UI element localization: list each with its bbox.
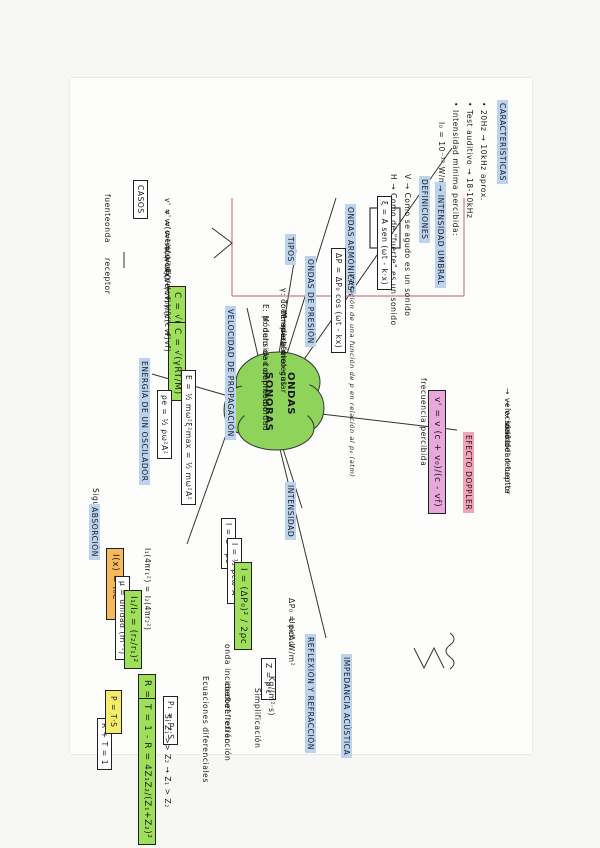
intensidad-formula-4: I₁/I₂ = (r₂/r₁)²: [124, 590, 142, 669]
intensidad-relation: I₁(4πr₁²) = I₂(4πr₂²): [143, 548, 152, 631]
reflexion-note-4: P = T·S: [105, 690, 122, 734]
caracteristicas-line-5: → INTENSIDAD UMBRAL: [435, 182, 446, 289]
reflexion-impedancia: IMPEDANCIA ACÚSTICA: [341, 654, 352, 759]
center-cloud: [223, 351, 325, 451]
wave-sketch: [445, 632, 455, 670]
doppler-diagram-label-1: fuente: [103, 194, 112, 222]
tipos-presion: ONDAS DE PRESIÓN: [305, 256, 316, 347]
intensidad-formula-3: I = (ΔP₀)² / 2ρc: [234, 562, 252, 651]
velocidad-note-5: M: masa molecular: [279, 312, 288, 394]
tipos-note-presion: Variación de una función de p en relació…: [348, 274, 356, 478]
tipos-title: TIPOS: [285, 234, 296, 265]
doppler-heading: frecuencia percibida: [419, 378, 428, 467]
definiciones-line-1: V → Como se agudo es un sonido: [403, 174, 412, 317]
definiciones-title: DEFINICIONES: [419, 176, 430, 243]
energia-formula-2: ρe = ½ ρω²A²: [157, 390, 172, 460]
mind-map: ONDAS SONORAS CARACTERÍSTICAS • 20Hz → 1…: [70, 78, 532, 845]
velocidad-title: VELOCIDAD DE PROPAGACIÓN: [225, 306, 236, 440]
connector-layer: [123, 147, 465, 670]
absorcion-title: ABSORCIÓN: [89, 504, 100, 561]
caracteristicas-line-2: • Test auditivo → 18-10kHz: [465, 102, 474, 219]
velocidad-note-2: ρ: densidad del medio: [261, 316, 270, 413]
doppler-cases-title: CASOS: [133, 180, 148, 219]
doppler-legend-3: → velocidad fuente: [503, 412, 512, 495]
tipos-formula-armonicas: ξ = A sen (ωt - k·x): [377, 196, 392, 291]
tipos-branch-lines: [211, 227, 233, 259]
reflexion-snell-label: Simplificación: [253, 688, 262, 749]
reflexion-wave-label: onda incidente: [223, 644, 232, 709]
intensidad-unit: Unid: W/m²: [287, 618, 296, 667]
caracteristicas-line-1: • 20Hz → 10kHz aprox.: [479, 102, 488, 201]
caracteristicas-title: CARACTERÍSTICAS: [497, 100, 508, 184]
caracteristicas-line-4: I₀ = 10⁻¹² W/m²: [437, 122, 446, 190]
intensidad-title: INTENSIDAD: [285, 482, 296, 541]
reflexion-note-1: Ecuaciones diferenciales: [201, 676, 210, 783]
doppler-formula: v' = v (c + v₀)/(c - vf): [428, 390, 446, 515]
energia-formula-1: E = ½ mω²ξ²max = ½ mω²A²: [181, 370, 196, 506]
caracteristicas-line-3: • Intensidad mínima percibida:: [451, 102, 460, 237]
doppler-diagram-label-2: receptor: [103, 258, 112, 295]
reflexion-z-unit: Kg/(m²·s): [267, 676, 276, 717]
doppler-case-6: v' = v (c - v₀)/(c + vf): [163, 258, 172, 353]
paper-sheet: ONDAS SONORAS CARACTERÍSTICAS • 20Hz → 1…: [70, 78, 532, 845]
connector-absorcion: [186, 417, 233, 545]
reflexion-coef-t: T = 1 - R = 4Z₁Z₂/(Z₁+Z₂)²: [138, 698, 156, 845]
reflexion-cond: Si Z₁ >> Z₂ → Z₁ > Z₂: [163, 714, 172, 808]
energia-title: ENERGÍA DE UN OSCILADOR: [139, 358, 150, 485]
tipos-formula-presion: ΔP = ΔP₀ cos (ωt - kx): [331, 248, 346, 354]
doppler-diagram-label-3: onda: [103, 222, 112, 244]
doppler-title: EFECTO DOPPLER: [463, 432, 474, 514]
reflexion-title: REFLEXIÓN Y REFRACCIÓN: [305, 634, 316, 753]
